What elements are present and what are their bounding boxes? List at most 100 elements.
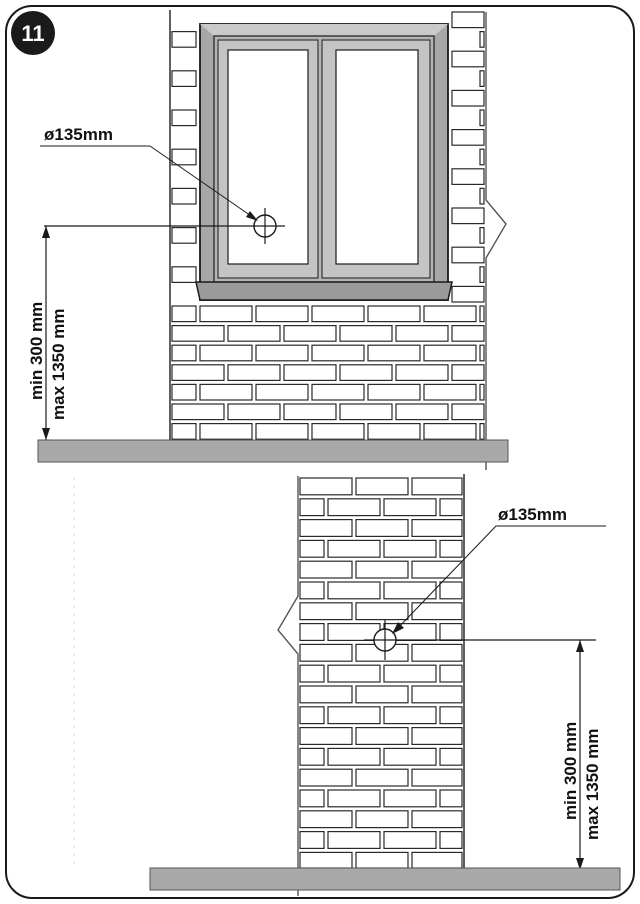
brick xyxy=(479,227,485,244)
brick xyxy=(255,305,309,323)
brick xyxy=(479,344,485,362)
brick xyxy=(451,89,485,107)
top-dim-max: max 1350 mm xyxy=(49,308,68,420)
brick xyxy=(299,747,325,766)
brick xyxy=(227,325,281,342)
brick xyxy=(255,383,309,401)
brick xyxy=(355,602,409,621)
brick xyxy=(451,325,485,342)
brick xyxy=(327,747,381,766)
brick xyxy=(395,325,449,342)
brick xyxy=(411,726,463,745)
brick xyxy=(411,768,463,787)
brick xyxy=(367,344,421,362)
brick xyxy=(283,325,337,342)
brick xyxy=(451,285,485,303)
brick xyxy=(327,539,381,558)
brick xyxy=(299,539,325,558)
brick xyxy=(439,830,463,849)
brick xyxy=(283,403,337,421)
brick xyxy=(171,364,225,381)
brick xyxy=(327,664,381,683)
top-hole-label: ø135mm xyxy=(44,125,113,144)
brick xyxy=(479,148,485,166)
brick xyxy=(423,305,477,323)
brick xyxy=(383,789,437,808)
brick xyxy=(299,498,325,517)
brick xyxy=(327,581,381,600)
brick xyxy=(199,423,253,440)
brick xyxy=(451,207,485,225)
brick xyxy=(299,789,325,808)
brick xyxy=(299,643,353,662)
top-label-arrowhead xyxy=(246,211,258,221)
brick xyxy=(383,706,437,725)
brick xyxy=(479,305,485,323)
brick xyxy=(439,747,463,766)
top-ground xyxy=(37,439,509,463)
brick xyxy=(299,560,353,579)
brick xyxy=(299,622,325,641)
brick xyxy=(199,305,253,323)
brick xyxy=(479,266,485,283)
brick xyxy=(227,403,281,421)
brick xyxy=(451,168,485,186)
brick xyxy=(339,364,393,381)
brick xyxy=(199,344,253,362)
bottom-wall xyxy=(298,474,465,870)
brick xyxy=(355,810,409,829)
brick xyxy=(339,325,393,342)
brick xyxy=(451,50,485,68)
bottom-hole xyxy=(364,620,596,660)
brick xyxy=(327,830,381,849)
brick xyxy=(423,344,477,362)
brick xyxy=(411,810,463,829)
brick xyxy=(355,768,409,787)
bottom-label-arrowhead xyxy=(392,622,404,634)
brick xyxy=(327,706,381,725)
brick xyxy=(171,325,225,342)
brick xyxy=(411,851,463,869)
brick xyxy=(439,622,463,641)
brick xyxy=(299,581,325,600)
top-dimension: min 300 mm max 1350 mm xyxy=(27,226,68,440)
brick xyxy=(395,403,449,421)
brick xyxy=(479,109,485,127)
brick xyxy=(383,498,437,517)
brick xyxy=(383,830,437,849)
brick xyxy=(479,383,485,401)
brick xyxy=(355,518,409,537)
brick xyxy=(339,403,393,421)
brick xyxy=(171,227,197,244)
brick xyxy=(327,498,381,517)
brick xyxy=(439,789,463,808)
brick xyxy=(311,344,365,362)
brick xyxy=(299,518,353,537)
brick xyxy=(299,477,353,496)
brick xyxy=(355,685,409,704)
brick xyxy=(299,768,353,787)
brick xyxy=(355,726,409,745)
window-right-glass xyxy=(335,49,419,265)
brick xyxy=(411,602,463,621)
brick xyxy=(299,726,353,745)
brick xyxy=(311,305,365,323)
brick xyxy=(299,685,353,704)
brick xyxy=(479,70,485,88)
brick xyxy=(355,560,409,579)
brick xyxy=(227,364,281,381)
brick xyxy=(171,403,225,421)
brick xyxy=(255,344,309,362)
brick xyxy=(439,664,463,683)
brick xyxy=(299,602,353,621)
bottom-hole-label: ø135mm xyxy=(498,505,567,524)
brick xyxy=(367,383,421,401)
brick xyxy=(451,246,485,264)
figure-number-badge: 11 xyxy=(11,11,55,55)
bottom-label-leader xyxy=(395,525,497,631)
brick xyxy=(283,364,337,381)
brick xyxy=(439,539,463,558)
brick xyxy=(311,423,365,440)
brick xyxy=(367,423,421,440)
brick xyxy=(383,581,437,600)
